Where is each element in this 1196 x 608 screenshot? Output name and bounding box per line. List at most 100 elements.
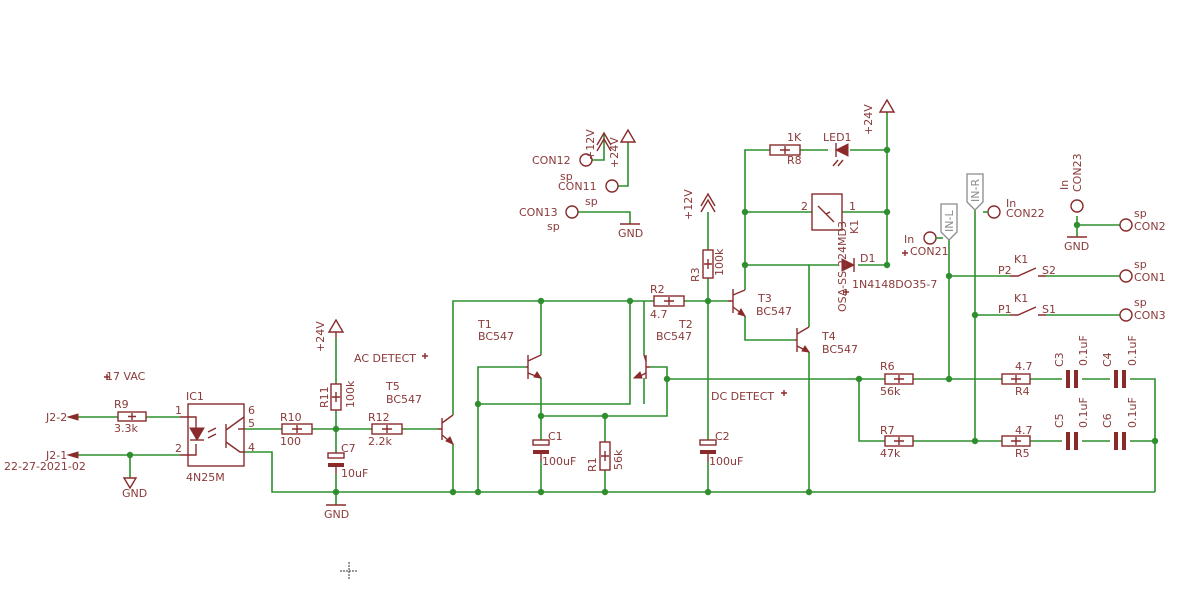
label-c1-value: 100uF bbox=[542, 455, 576, 468]
label-ic1-pin5: 5 bbox=[248, 417, 255, 430]
label-con21: CON21 bbox=[910, 245, 949, 258]
label-in-r: IN-R bbox=[969, 179, 982, 202]
wires bbox=[78, 112, 1156, 505]
label-d1: D1 bbox=[860, 252, 875, 265]
label-k1-pin1: 1 bbox=[849, 200, 856, 213]
label-con3: CON3 bbox=[1134, 309, 1166, 322]
label-in-23: In bbox=[1058, 180, 1071, 190]
label-r6-value: 56k bbox=[880, 385, 901, 398]
label-c6-value: 0.1uF bbox=[1126, 397, 1139, 428]
supply-arrow-12v-b bbox=[596, 131, 612, 152]
relay-k1-coil bbox=[811, 193, 843, 231]
label-ac-detect: AC DETECT bbox=[354, 352, 416, 365]
capacitor-c6 bbox=[1114, 432, 1126, 450]
connector-con1 bbox=[1119, 269, 1133, 283]
label-t4: T4 bbox=[821, 330, 836, 343]
label-r3: R3 bbox=[689, 267, 702, 282]
label-gnd-3: GND bbox=[618, 227, 643, 240]
label-r2: R2 bbox=[650, 283, 665, 296]
label-k1-value: OSA-SS-224MD3 bbox=[836, 221, 849, 312]
label-r6: R6 bbox=[880, 360, 895, 373]
label-r7-value: 47k bbox=[880, 447, 901, 460]
label-j2-2: J2-2 bbox=[45, 411, 67, 424]
label-r10-value: 100 bbox=[280, 435, 301, 448]
label-c4-value: 0.1uF bbox=[1126, 335, 1139, 366]
label-dc-detect: DC DETECT bbox=[711, 390, 774, 403]
resistor-r2 bbox=[653, 295, 685, 307]
junctions bbox=[126, 146, 1159, 496]
connector-con2 bbox=[1119, 218, 1133, 232]
label-c2: C2 bbox=[715, 430, 730, 443]
diode-d1 bbox=[841, 258, 856, 272]
label-k1: K1 bbox=[848, 220, 861, 234]
supply-arrow-12v-a bbox=[700, 192, 716, 213]
label-con23: CON23 bbox=[1071, 153, 1084, 192]
label-in-l: IN-L bbox=[943, 210, 956, 232]
label-gnd-4: GND bbox=[1064, 240, 1089, 253]
label-sp1: sp bbox=[1134, 258, 1147, 271]
label-plus12v-b: +12V bbox=[584, 129, 597, 160]
optocoupler-ic1 bbox=[180, 403, 245, 467]
supply-arrow-24v-b bbox=[878, 98, 896, 113]
label-ic1-pin6: 6 bbox=[248, 404, 255, 417]
label-c6: C6 bbox=[1101, 413, 1114, 428]
label-d1-value: 1N4148DO35-7 bbox=[852, 278, 937, 291]
label-s2: S2 bbox=[1042, 264, 1056, 277]
capacitor-c5 bbox=[1066, 432, 1078, 450]
label-plus24v-c: +24V bbox=[608, 137, 621, 168]
transistor-t5 bbox=[438, 414, 454, 445]
resistor-r1 bbox=[599, 441, 611, 471]
label-r7: R7 bbox=[880, 424, 895, 437]
connector-con12 bbox=[579, 153, 593, 167]
label-con1: CON1 bbox=[1134, 271, 1166, 284]
label-t3: T3 bbox=[757, 292, 772, 305]
capacitor-c2 bbox=[699, 439, 717, 462]
connector-con11 bbox=[605, 179, 619, 193]
label-r5-value: 4.7 bbox=[1015, 424, 1033, 437]
transistor-t2 bbox=[632, 354, 650, 379]
label-con13: CON13 bbox=[519, 206, 558, 219]
resistor-r3 bbox=[702, 249, 714, 279]
label-k1-pin2: 2 bbox=[801, 200, 808, 213]
label-con12: CON12 bbox=[532, 154, 571, 167]
supply-arrow-24v-c bbox=[619, 128, 637, 143]
connector-con3 bbox=[1119, 308, 1133, 322]
label-con22: CON22 bbox=[1006, 207, 1045, 220]
resistor-r12 bbox=[371, 423, 403, 435]
label-ic1-pin2: 2 bbox=[175, 442, 182, 455]
label-gnd-1: GND bbox=[122, 487, 147, 500]
capacitor-c7 bbox=[327, 452, 345, 474]
label-c3: C3 bbox=[1053, 352, 1066, 367]
label-ic1-pin4: 4 bbox=[248, 441, 255, 454]
label-r1-value: 56k bbox=[612, 449, 625, 470]
transistor-t1 bbox=[526, 354, 543, 379]
label-r11-value: 100k bbox=[344, 380, 357, 408]
label-plus24v-b: +24V bbox=[862, 104, 875, 135]
label-sp12: sp bbox=[560, 170, 573, 183]
connector-con22 bbox=[987, 205, 1001, 219]
label-r1: R1 bbox=[586, 457, 599, 472]
label-sp13: sp bbox=[547, 220, 560, 233]
label-sp11: sp bbox=[585, 195, 598, 208]
label-r2-value: 4.7 bbox=[650, 308, 668, 321]
resistor-r4 bbox=[1001, 373, 1031, 385]
label-s1: S1 bbox=[1042, 303, 1056, 316]
label-sp3: sp bbox=[1134, 296, 1147, 309]
label-r8-value: 1K bbox=[787, 131, 802, 144]
label-c5-value: 0.1uF bbox=[1077, 397, 1090, 428]
label-t5-value: BC547 bbox=[386, 393, 422, 406]
resistor-r5 bbox=[1001, 435, 1031, 447]
label-c3-value: 0.1uF bbox=[1077, 335, 1090, 366]
net-tag-in-r bbox=[966, 173, 984, 211]
label-r12: R12 bbox=[368, 411, 390, 424]
label-j2-1: J2-1 bbox=[45, 449, 67, 462]
label-c5: C5 bbox=[1053, 413, 1066, 428]
resistor-r9 bbox=[117, 411, 147, 422]
label-t2: T2 bbox=[678, 318, 693, 331]
label-r5: R5 bbox=[1015, 447, 1030, 460]
label-plus12v-a: +12V bbox=[682, 189, 695, 220]
label-con2: CON2 bbox=[1134, 220, 1166, 233]
relay-k1-contact-s2 bbox=[1010, 267, 1046, 277]
label-plus24v-a: +24V bbox=[314, 321, 327, 352]
